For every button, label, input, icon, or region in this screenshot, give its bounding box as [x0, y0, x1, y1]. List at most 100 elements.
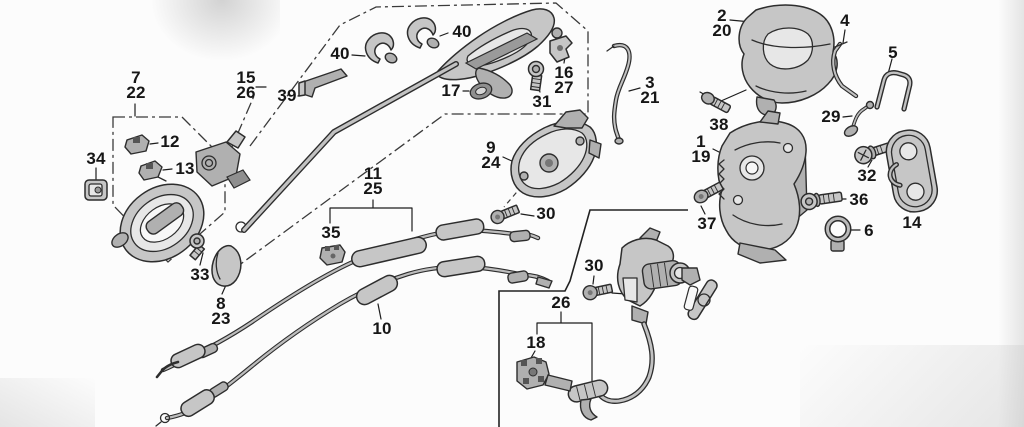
bolt-37-part — [693, 181, 724, 204]
part-label-33-line: 33 — [190, 265, 210, 284]
handle-rod-part — [241, 61, 459, 233]
grommet-17-part — [469, 82, 493, 100]
part-label-1-19-line: 19 — [691, 147, 711, 166]
part-label-7-22-line: 22 — [126, 83, 146, 102]
part-label-30-a-line: 30 — [536, 204, 556, 223]
part-label-9-24-line: 9 — [486, 138, 496, 157]
part-label-2-20-line: 2 — [717, 6, 727, 25]
latch-assembly-1-19-part — [717, 110, 808, 264]
part-label-32: 32 — [841, 166, 893, 185]
part-label-16-27-line: 27 — [554, 78, 574, 97]
clip-13-part — [138, 160, 167, 182]
part-label-15-26-line: 26 — [236, 83, 256, 102]
part-label-11-25-line: 25 — [363, 179, 383, 198]
part-label-5: 5 — [867, 44, 919, 61]
zone-box-exterior-handle — [227, 2, 589, 267]
part-label-8-23-line: 8 — [216, 294, 226, 313]
ring-6-part — [824, 215, 852, 252]
part-label-29: 29 — [805, 108, 857, 125]
part-label-14-line: 14 — [902, 213, 922, 232]
part-label-7-22-line: 7 — [131, 68, 141, 87]
rod-4-part — [831, 41, 859, 99]
lock-cylinder-assembly-part — [544, 227, 718, 421]
part-label-2-20-line: 20 — [712, 21, 732, 40]
clip-40-part-b — [406, 17, 440, 49]
bolt-32-part — [854, 142, 891, 165]
striker-14-part — [885, 129, 939, 213]
part-label-35: 35 — [305, 223, 357, 242]
clip-40-part-a — [364, 32, 398, 64]
part-label-6: 6 — [843, 221, 895, 240]
part-label-36: 36 — [833, 190, 885, 209]
part-label-30-a: 30 — [520, 204, 572, 223]
part-label-12-line: 12 — [160, 132, 180, 151]
handle-cable-upper-part — [155, 218, 541, 379]
part-label-26: 26 — [535, 293, 587, 312]
part-label-4-line: 4 — [840, 11, 850, 30]
part-label-18: 18 — [510, 333, 562, 352]
part-label-1-19-line: 1 — [696, 132, 706, 151]
bolt-38-part — [700, 91, 732, 114]
clip-35-part — [319, 244, 346, 266]
part-label-30-b: 30 — [568, 256, 620, 275]
part-label-13: 13 — [159, 159, 211, 178]
part-label-38-line: 38 — [709, 115, 729, 134]
part-label-15-26-line: 15 — [236, 68, 256, 87]
part-label-40-b-line: 40 — [452, 22, 472, 41]
interior-door-handle-part — [111, 130, 251, 263]
grommet-34-part — [84, 179, 108, 201]
part-label-32-line: 32 — [857, 166, 877, 185]
clip-12-part — [124, 134, 150, 155]
lever-29-part — [843, 100, 875, 137]
part-label-11-25-line: 11 — [363, 164, 383, 183]
zone-box-lock-cylinder — [498, 209, 688, 427]
part-label-37-line: 37 — [697, 214, 717, 233]
clip-16-27-part — [549, 27, 573, 63]
bolt-31-part — [527, 60, 545, 92]
part-label-16-27-line: 16 — [554, 63, 574, 82]
part-label-13-line: 13 — [175, 159, 195, 178]
part-label-40-b: 40 — [436, 22, 488, 41]
bracket-cables — [329, 199, 413, 232]
part-label-34-line: 34 — [86, 149, 106, 168]
bolt-30-b-part — [582, 283, 614, 301]
part-label-26-line: 26 — [551, 293, 571, 312]
cover-8-23-part — [211, 244, 242, 287]
part-label-10: 10 — [356, 320, 408, 337]
part-label-40-a-line: 40 — [330, 44, 350, 63]
bolt-36-part — [800, 191, 843, 211]
bolt-30-a-part — [490, 204, 520, 225]
part-label-3-21-line: 21 — [640, 88, 660, 107]
part-label-30-b-line: 30 — [584, 256, 604, 275]
part-label-17-line: 17 — [441, 81, 461, 100]
zone-box-interior-handle — [112, 116, 226, 263]
part-label-34: 34 — [70, 149, 122, 168]
part-label-14: 14 — [886, 213, 938, 232]
part-label-35-line: 35 — [321, 223, 341, 242]
handle-cable-lower-part — [155, 255, 553, 427]
part-label-40-a: 40 — [314, 44, 366, 63]
part-label-39-line: 39 — [277, 86, 297, 105]
part-label-12: 12 — [144, 132, 196, 151]
part-label-33: 33 — [174, 265, 226, 284]
exterior-door-handle-part — [436, 8, 556, 99]
part-label-31-line: 31 — [532, 92, 552, 111]
part-label-36-line: 36 — [849, 190, 869, 209]
screw-33-part — [189, 233, 206, 261]
latch-9-24-part — [510, 109, 602, 198]
part-label-18-line: 18 — [526, 333, 546, 352]
part-label-6-line: 6 — [864, 221, 874, 240]
bracket-cylinder-set — [536, 311, 593, 382]
part-label-8-23-line: 23 — [211, 309, 231, 328]
part-label-9-24-line: 24 — [481, 153, 501, 172]
